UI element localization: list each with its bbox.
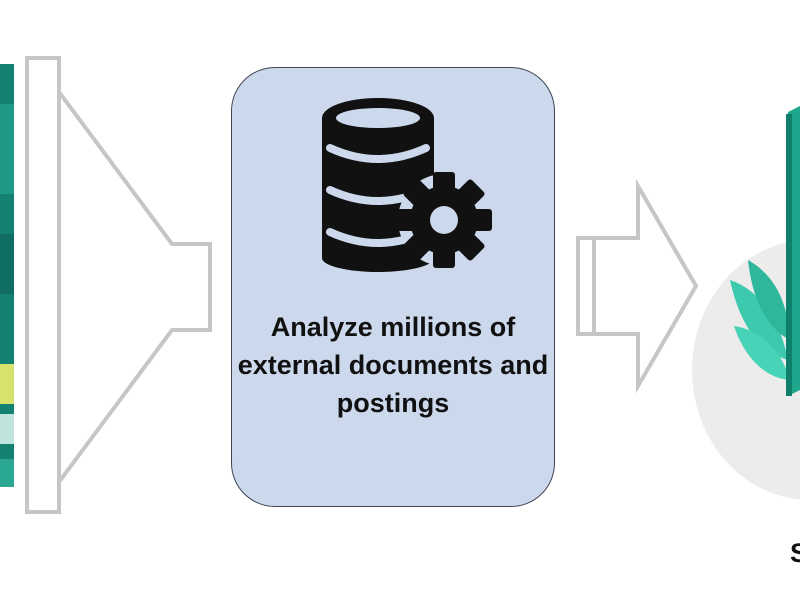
next-step-label: S xyxy=(790,538,800,568)
database-gear-icon xyxy=(322,98,492,272)
report-illustration xyxy=(692,106,800,500)
right-arrow-shape xyxy=(576,178,699,394)
book-icon xyxy=(786,106,800,396)
source-image-strip xyxy=(0,64,14,487)
leaf-icon xyxy=(730,260,790,380)
analyze-step-label: Analyze millions of external documents a… xyxy=(237,312,549,418)
funnel-shape xyxy=(25,56,212,514)
analyze-step-box: Analyze millions of external documents a… xyxy=(231,67,555,507)
